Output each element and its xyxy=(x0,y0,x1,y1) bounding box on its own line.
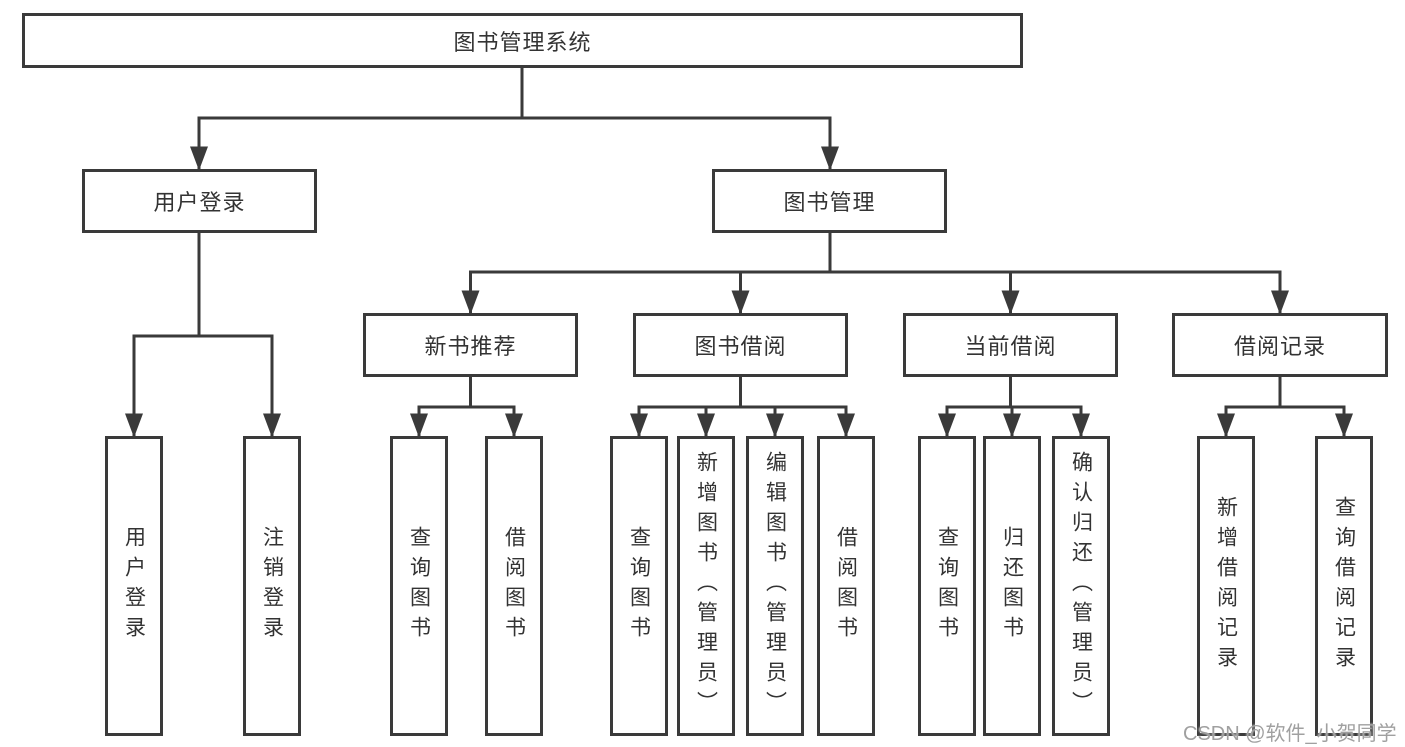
leaf-nbr-borrow-books: 借阅图书 xyxy=(485,436,543,736)
node-current-borrowing: 当前借阅 xyxy=(903,313,1118,377)
leaf-bb-query-books: 查询图书 xyxy=(610,436,668,736)
leaf-br-query-record: 查询借阅记录 xyxy=(1315,436,1373,736)
node-borrowing-records: 借阅记录 xyxy=(1172,313,1388,377)
node-label: 新书推荐 xyxy=(424,334,517,359)
node-label: 图书借阅 xyxy=(694,334,787,359)
leaf-logout: 注销登录 xyxy=(243,436,301,736)
node-label: 用户登录 xyxy=(153,190,246,215)
connector-new-book-recommend-to-leaves xyxy=(410,377,523,438)
node-user-login: 用户登录 xyxy=(82,169,317,233)
leaf-bb-borrow-books: 借阅图书 xyxy=(817,436,875,736)
node-label: 图书管理系统 xyxy=(453,29,592,55)
node-label: 查询图书 xyxy=(935,526,959,646)
node-label: 归还图书 xyxy=(1000,526,1024,646)
connector-root-to-level2 xyxy=(190,68,839,171)
node-label: 借阅图书 xyxy=(834,526,858,646)
leaf-bb-add-books-admin: 新增图书（管理员） xyxy=(677,436,735,736)
node-book-borrowing: 图书借阅 xyxy=(633,313,848,377)
leaf-user-login: 用户登录 xyxy=(105,436,163,736)
node-label: 新增借阅记录 xyxy=(1214,496,1238,676)
node-label: 查询借阅记录 xyxy=(1332,496,1356,676)
node-label: 新增图书（管理员） xyxy=(694,451,718,721)
node-root-book-management-system: 图书管理系统 xyxy=(22,13,1023,68)
leaf-cb-confirm-return-admin: 确认归还（管理员） xyxy=(1052,436,1110,736)
csdn-watermark: CSDN @软件_小贺同学 xyxy=(1183,723,1397,745)
leaf-cb-query-books: 查询图书 xyxy=(918,436,976,736)
connector-user-login-to-leaves xyxy=(125,233,281,438)
connector-borrowing-records-to-leaves xyxy=(1217,377,1353,438)
leaf-cb-return-books: 归还图书 xyxy=(983,436,1041,736)
node-label: 确认归还（管理员） xyxy=(1069,451,1093,721)
node-new-book-recommend: 新书推荐 xyxy=(363,313,578,377)
connector-book-management-to-level3 xyxy=(461,233,1289,315)
node-label: 当前借阅 xyxy=(964,334,1057,359)
node-label: 用户登录 xyxy=(122,526,146,646)
node-label: 查询图书 xyxy=(627,526,651,646)
connector-current-borrowing-to-leaves xyxy=(938,377,1090,438)
connector-book-borrowing-to-leaves xyxy=(630,377,855,438)
leaf-bb-edit-books-admin: 编辑图书（管理员） xyxy=(746,436,804,736)
node-label: 借阅记录 xyxy=(1233,334,1326,359)
node-label: 借阅图书 xyxy=(502,526,526,646)
node-label: 编辑图书（管理员） xyxy=(763,451,787,721)
node-book-management: 图书管理 xyxy=(712,169,947,233)
node-label: 注销登录 xyxy=(260,526,284,646)
leaf-br-add-record: 新增借阅记录 xyxy=(1197,436,1255,736)
leaf-nbr-query-books: 查询图书 xyxy=(390,436,448,736)
node-label: 图书管理 xyxy=(783,190,876,215)
node-label: 查询图书 xyxy=(407,526,431,646)
